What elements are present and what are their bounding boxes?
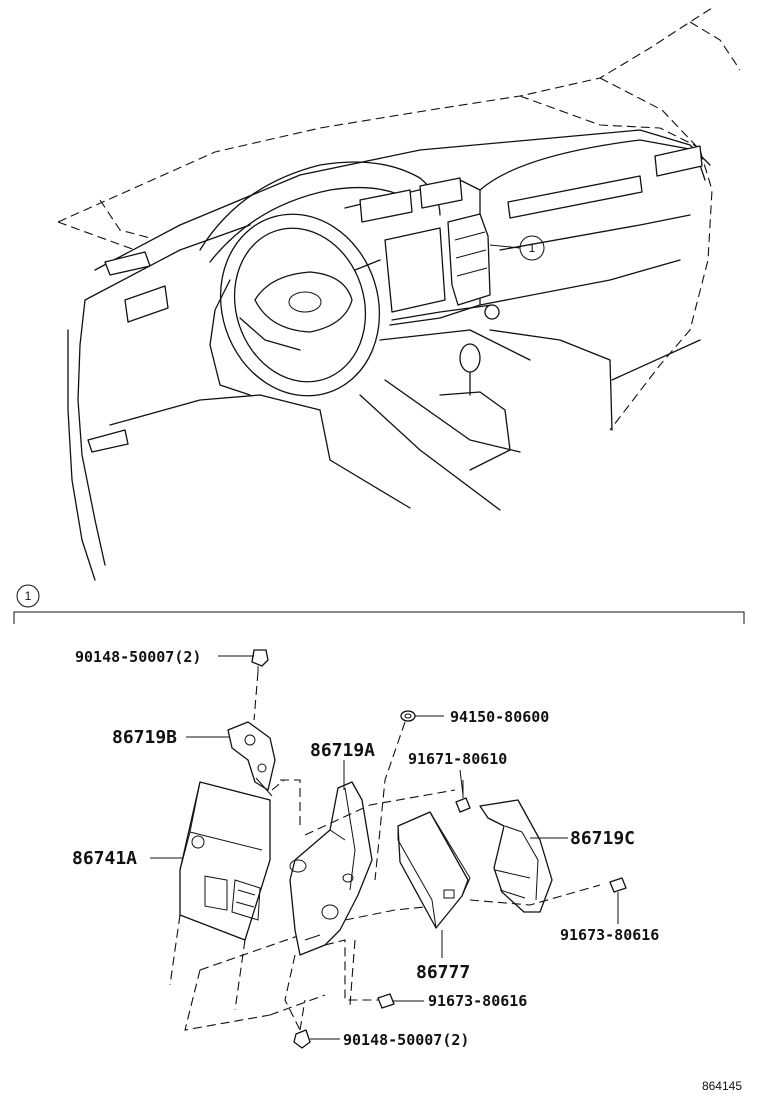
dashboard-illustration: 1 [57, 7, 741, 581]
part-number-label: 90148-50007(2) [75, 648, 201, 666]
bolt-icon [293, 1029, 311, 1049]
part-number-label: 86719A [310, 740, 375, 761]
section-header: 1 [13, 584, 745, 624]
part-number-label: 86777 [416, 962, 470, 983]
nut-icon [400, 710, 416, 722]
bracket-86719b-icon [227, 721, 276, 797]
bracket-86719c-icon [479, 799, 553, 913]
part-number-label: 86719C [570, 828, 635, 849]
part-number-label: 90148-50007(2) [343, 1031, 469, 1049]
part-number-label: 91673-80616 [428, 992, 527, 1010]
bracket-86719a-icon [289, 781, 373, 956]
callout-number: 1 [529, 241, 536, 255]
module-86777-icon [397, 811, 471, 929]
screw-icon [455, 780, 471, 813]
part-number-label: 94150-80600 [450, 708, 549, 726]
screw-icon [377, 993, 395, 1009]
exploded-parts: 90148-50007(2) 86719B 94150-80600 86719A… [72, 648, 659, 1049]
screw-icon [609, 877, 627, 893]
part-number-label: 86719B [112, 727, 177, 748]
part-number-label: 91673-80616 [560, 926, 659, 944]
ecu-86741a-icon [179, 781, 271, 941]
figure-id: 864145 [702, 1079, 742, 1093]
part-number-label: 86741A [72, 848, 137, 869]
bolt-icon [251, 649, 269, 672]
part-number-label: 91671-80610 [408, 750, 507, 768]
section-number: 1 [25, 589, 32, 603]
